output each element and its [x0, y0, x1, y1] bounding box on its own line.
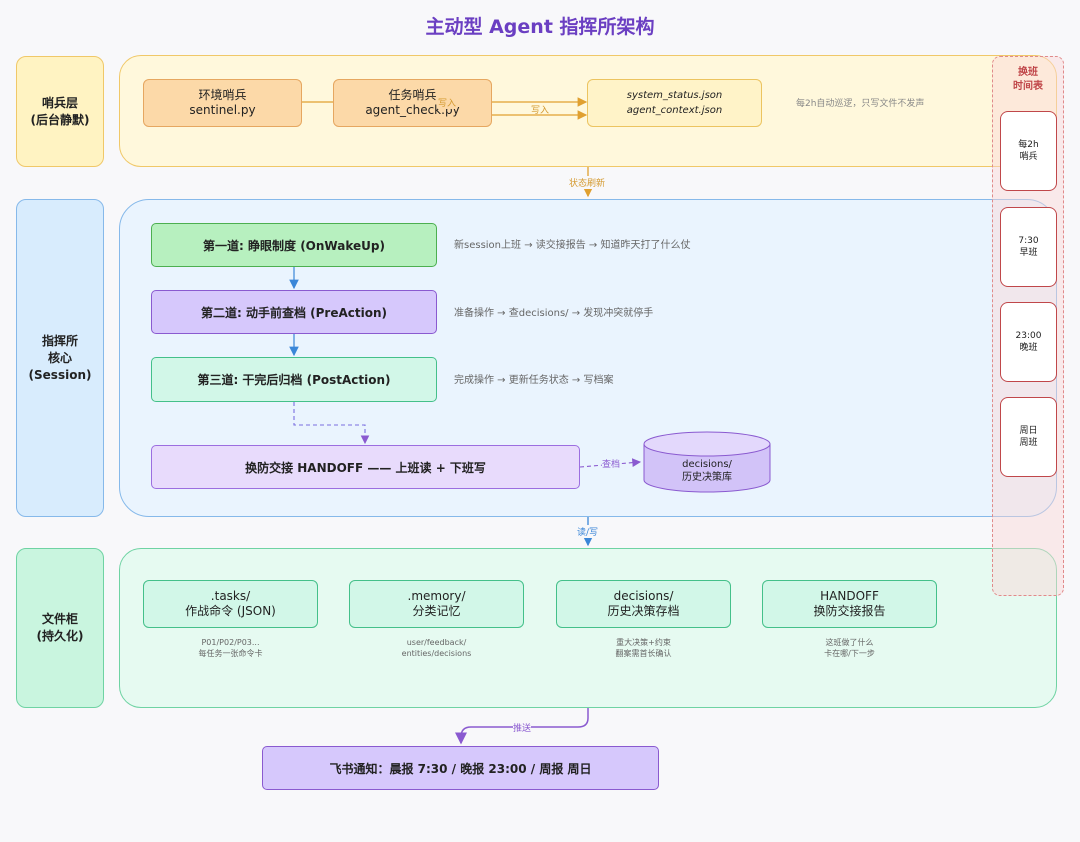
write-label-env: 写入	[438, 96, 457, 109]
cabinet-memory-desc: user/feedback/ entities/decisions	[401, 638, 472, 658]
push-label: 推送	[513, 721, 532, 734]
schedule-title: 换班 时间表	[1013, 67, 1043, 92]
cabinet-memory: .memory/ 分类记忆	[349, 580, 524, 628]
cabinet-decisions: decisions/ 历史决策存档	[556, 580, 731, 628]
cabinet-handoff-desc: 这班做了什么 卡在哪/下一步	[824, 638, 875, 658]
status-refresh-label: 状态刷新	[569, 176, 606, 189]
step-onwakeup-note: 新session上班 → 读交接报告 → 知道昨天打了什么仗	[454, 240, 691, 251]
cabinet-handoff: HANDOFF 换防交接报告	[762, 580, 937, 628]
status-files-node: system_status.json agent_context.json	[587, 79, 762, 127]
schedule-slot-sentry: 每2h 哨兵	[1000, 111, 1057, 191]
layer-label-command: 指挥所 核心 (Session)	[16, 199, 104, 517]
task-sentinel-node: 任务哨兵 agent_check.py	[333, 79, 492, 127]
schedule-slot-evening: 23:00 晚班	[1000, 302, 1057, 382]
layer-label-sentry: 哨兵层 (后台静默)	[16, 56, 104, 167]
step-postaction: 第三道: 干完后归档 (PostAction)	[151, 357, 437, 402]
step-postaction-note: 完成操作 → 更新任务状态 → 写档案	[454, 375, 614, 386]
decisions-db-label: decisions/ 历史决策库	[682, 459, 732, 483]
cabinet-decisions-desc: 重大决策+约束 翻案需首长确认	[615, 638, 672, 658]
step-preaction-note: 准备操作 → 查decisions/ → 发现冲突就停手	[454, 308, 654, 319]
step-onwakeup: 第一道: 睁眼制度 (OnWakeUp)	[151, 223, 437, 267]
feishu-notify-node: 飞书通知：晨报 7:30 / 晚报 23:00 / 周报 周日	[262, 746, 659, 790]
cabinet-tasks-desc: P01/P02/P03... 每任务一张命令卡	[198, 638, 263, 658]
cabinet-zone	[119, 548, 1057, 708]
layer-label-cabinet: 文件柜 (持久化)	[16, 548, 104, 708]
status-file-system: system_status.json	[626, 90, 723, 101]
step-preaction: 第二道: 动手前查档 (PreAction)	[151, 290, 437, 334]
page-title: 主动型 Agent 指挥所架构	[425, 16, 655, 38]
sentry-note: 每2h自动巡逻，只写文件不发声	[796, 99, 925, 109]
env-sentinel-node: 环境哨兵 sentinel.py	[143, 79, 302, 127]
write-label-task: 写入	[531, 106, 550, 116]
read-write-label: 读/写	[577, 525, 599, 538]
cabinet-tasks: .tasks/ 作战命令 (JSON)	[143, 580, 318, 628]
lookup-label: 查档	[602, 457, 621, 470]
schedule-slot-morning: 7:30 早班	[1000, 207, 1057, 287]
schedule-slot-weekly: 周日 周班	[1000, 397, 1057, 477]
status-file-context: agent_context.json	[626, 105, 723, 116]
handoff-node: 换防交接 HANDOFF —— 上班读 + 下班写	[151, 445, 580, 489]
